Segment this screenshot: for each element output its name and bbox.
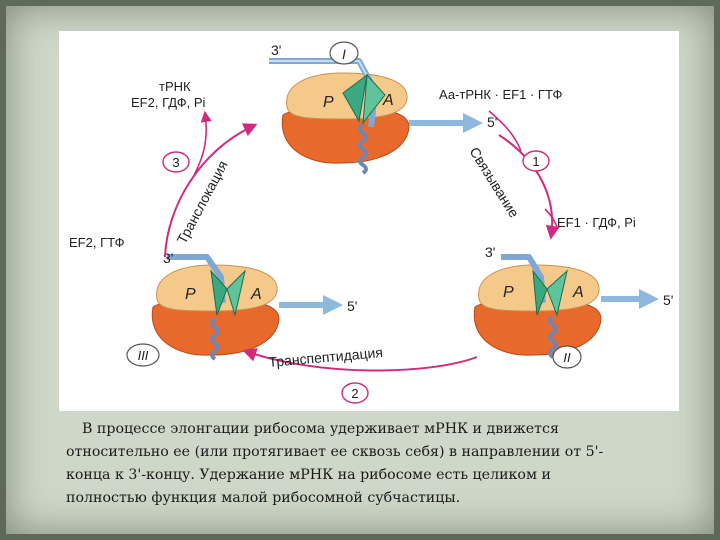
three-prime-label: 3' xyxy=(485,244,495,260)
five-prime-label: 5' xyxy=(663,292,673,308)
a-site-label: A xyxy=(382,92,394,109)
five-prime-label: 5' xyxy=(347,298,357,314)
caption-text: В процессе элонгации рибосома удерживает… xyxy=(66,418,706,510)
slide-background: P A 3' 5' I P A 3' 5' xyxy=(6,6,714,534)
transpeptidation-label: Транспептидация xyxy=(268,344,384,370)
a-site-label: A xyxy=(250,286,262,303)
step-2-number: 2 xyxy=(351,386,358,401)
peptide-chain xyxy=(360,125,366,173)
ribosome-stage-1: P A 3' 5' xyxy=(269,42,497,173)
translocation-output-label-2: EF2, ГДФ, Pi xyxy=(131,95,206,110)
mrna-arrowhead xyxy=(463,113,483,133)
binding-label: Связывание xyxy=(466,144,522,220)
elongation-diagram: P A 3' 5' I P A 3' 5' xyxy=(59,31,679,411)
p-site-label: P xyxy=(185,286,196,303)
step-1-number: 1 xyxy=(532,154,539,169)
stage-2-roman: II xyxy=(563,350,571,365)
ribosome-stage-3: P A 3' 5' xyxy=(152,250,357,359)
binding-output-label: EF1 · ГДФ, Pi xyxy=(557,215,636,230)
caption-line-3: конца к 3'-концу. Удержание мРНК на рибо… xyxy=(66,464,706,487)
p-site-label: P xyxy=(323,94,334,111)
caption-line-4: полностью функция малой рибосомной субча… xyxy=(66,487,706,510)
a-site-label: A xyxy=(572,284,584,301)
translocation-output-label-1: тРНК xyxy=(159,79,191,94)
binding-input-label: Аа-тРНК · EF1 · ГТФ xyxy=(439,87,562,102)
ribosome-stage-2: P A 3' 5' xyxy=(474,244,673,357)
three-prime-label: 3' xyxy=(271,42,281,58)
p-site-label: P xyxy=(503,284,514,301)
step-3-number: 3 xyxy=(172,155,179,170)
stage-1-roman: I xyxy=(342,46,346,62)
caption-line-1: В процессе элонгации рибосома удерживает… xyxy=(66,418,706,441)
mrna-arrowhead xyxy=(323,295,343,315)
mrna-arrowhead xyxy=(639,289,659,309)
stage-3-roman: III xyxy=(138,348,149,363)
translocation-input-label: EF2, ГТФ xyxy=(69,235,125,250)
caption-line-2: относительно ее (или протягивает ее скво… xyxy=(66,441,706,464)
elongation-cycle-svg: P A 3' 5' I P A 3' 5' xyxy=(59,31,679,411)
